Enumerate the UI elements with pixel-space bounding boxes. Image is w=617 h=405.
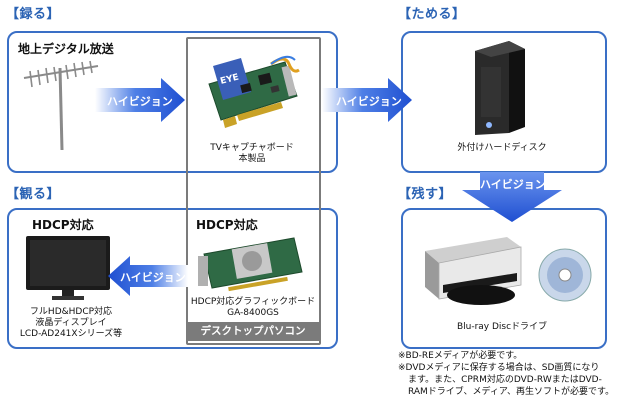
note-line-4: RAMドライブ、メディア、再生ソフトが必要です。 (408, 387, 615, 397)
arrow-label-gpu-monitor: ハイビジョン (120, 270, 186, 284)
lcd-monitor-image (26, 236, 110, 300)
arrow-gpu-to-monitor: ハイビジョン (108, 256, 188, 296)
arrow-label-hdd-bluray: ハイビジョン (480, 177, 546, 191)
graphics-board-image (198, 237, 303, 292)
desktop-pc-frame (186, 37, 321, 345)
hdd-caption: 外付けハードディスク (457, 143, 547, 153)
bluray-caption: Blu-ray Discドライブ (456, 322, 548, 332)
capture-board-image: EYE (208, 55, 300, 128)
desktop-pc-label: デスクトップパソコン (186, 322, 320, 341)
broadcast-source-label: 地上デジタル放送 (18, 42, 114, 56)
section-title-keep: 【残す】 (398, 187, 453, 202)
gpu-caption-1: HDCP対応グラフィックボード (190, 297, 316, 307)
external-hdd-image (475, 41, 525, 135)
monitor-heading: HDCP対応 (32, 218, 94, 232)
section-title-watch: 【観る】 (6, 187, 61, 202)
arrow-antenna-to-board: ハイビジョン (95, 78, 185, 122)
monitor-caption-3: LCD-AD241Xシリーズ等 (19, 329, 123, 339)
gpu-caption-2: GA-8400GS (227, 308, 279, 318)
arrow-board-to-hdd: ハイビジョン (322, 78, 412, 122)
capture-board-caption-2: 本製品 (238, 154, 266, 164)
monitor-caption-2: 液晶ディスプレイ (35, 318, 107, 328)
arrow-label-antenna-board: ハイビジョン (107, 94, 173, 108)
note-line-2: ※DVDメディアに保存する場合は、SD画質になり (398, 363, 600, 373)
capture-board-caption-1: TVキャプチャボード (210, 143, 294, 153)
arrow-label-board-hdd: ハイビジョン (336, 94, 402, 108)
monitor-caption-1: フルHD&HDCP対応 (29, 307, 113, 317)
section-title-store: 【ためる】 (398, 7, 466, 22)
arrow-hdd-to-bluray: ハイビジョン (462, 172, 562, 222)
bluray-drive-image (425, 237, 592, 305)
note-line-3: ます。また、CPRM対応のDVD-RWまたはDVD- (408, 375, 602, 385)
note-line-1: ※BD-REメディアが必要です。 (398, 351, 523, 361)
section-title-record: 【録る】 (6, 7, 61, 22)
antenna-icon (23, 60, 99, 151)
svg-text:EYE: EYE (219, 73, 240, 87)
gpu-heading: HDCP対応 (196, 218, 258, 232)
